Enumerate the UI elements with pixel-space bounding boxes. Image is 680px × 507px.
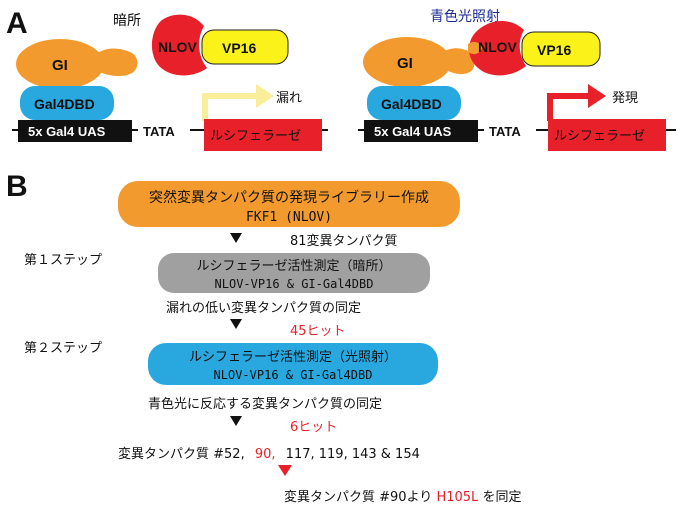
vp16-label-light: VP16 — [537, 42, 571, 58]
nlov-label-dark: NLOV — [158, 39, 198, 55]
gal4dbd-light: Gal4DBD — [367, 86, 461, 120]
conclusion: 変異タンパク質 #90より H105L を同定 — [284, 489, 521, 505]
library-box-line2: FKF1 (NLOV) — [246, 210, 332, 225]
flow-arrow-3 — [230, 416, 242, 426]
uas-label-dark: 5x Gal4 UAS — [28, 124, 106, 139]
uas-box-light: 5x Gal4 UAS — [364, 120, 478, 142]
mutant-list-suffix: 117, 119, 143 & 154 — [286, 447, 420, 462]
expression-arrow — [550, 84, 606, 121]
hits-6: 6ヒット — [290, 420, 337, 435]
gi-protein-light: GI — [363, 37, 475, 87]
uas-label-light: 5x Gal4 UAS — [374, 124, 452, 139]
gi-protein-dark: GI — [16, 39, 138, 89]
step1-box-line1: ルシフェラーゼ活性測定（暗所） — [196, 259, 391, 274]
gal4dbd-dark: Gal4DBD — [20, 86, 114, 120]
step1-box-line2: NLOV-VP16 & GI-Gal4DBD — [215, 277, 374, 291]
vp16-label-dark: VP16 — [222, 40, 256, 56]
reporter-box-dark: ルシフェラーゼ — [204, 119, 322, 151]
leak-arrow — [205, 84, 274, 121]
conclusion-prefix: 変異タンパク質 #90より — [284, 489, 432, 505]
tata-label-light: TATA — [489, 124, 521, 139]
gal4dbd-label-light: Gal4DBD — [381, 96, 442, 112]
reporter-box-light: ルシフェラーゼ — [548, 119, 666, 151]
mutant-list-prefix: 変異タンパク質 #52, — [118, 446, 245, 462]
flow-arrow-2 — [230, 319, 242, 329]
flow-arrow-red — [278, 465, 292, 476]
nlov-protein-light: NLOV — [468, 21, 526, 75]
nlov-label-light: NLOV — [478, 39, 518, 55]
step1-result: 漏れの低い変異タンパク質の同定 — [166, 300, 361, 316]
gal4dbd-label-dark: Gal4DBD — [34, 96, 95, 112]
step2-box: ルシフェラーゼ活性測定（光照射） NLOV-VP16 & GI-Gal4DBD — [148, 343, 438, 385]
vp16-protein-dark: VP16 — [202, 30, 288, 64]
step2-result: 青色光に反応する変異タンパク質の同定 — [148, 396, 382, 412]
uas-box-dark: 5x Gal4 UAS — [18, 120, 132, 142]
step2-box-line2: NLOV-VP16 & GI-Gal4DBD — [214, 368, 373, 382]
dark-condition-diagram: 暗所 GI Gal4DBD NLOV VP16 5x Gal4 UAS — [12, 13, 328, 151]
light-condition-diagram: 青色光照射 GI Gal4DBD NLOV VP16 5x Gal4 — [358, 8, 676, 151]
reporter-label-dark: ルシフェラーゼ — [210, 129, 301, 144]
panel-b-label: B — [6, 170, 28, 203]
light-condition-label: 青色光照射 — [430, 8, 500, 25]
tata-label-dark: TATA — [143, 124, 175, 139]
mutant-list-highlight: 90, — [255, 447, 276, 462]
hits-45: 45ヒット — [290, 324, 346, 339]
step1-box: ルシフェラーゼ活性測定（暗所） NLOV-VP16 & GI-Gal4DBD — [158, 253, 430, 293]
conclusion-suffix: を同定 — [482, 490, 521, 505]
gi-label-dark: GI — [52, 57, 68, 74]
count-81: 81変異タンパク質 — [290, 233, 398, 249]
nlov-protein-dark: NLOV — [152, 15, 207, 76]
reporter-label-light: ルシフェラーゼ — [554, 129, 645, 144]
conclusion-highlight: H105L — [436, 490, 479, 505]
library-box: 突然変異タンパク質の発現ライブラリー作成 FKF1 (NLOV) — [118, 181, 460, 227]
mutant-list: 変異タンパク質 #52, 90, 117, 119, 143 & 154 — [118, 446, 420, 462]
gi-label-light: GI — [397, 55, 413, 72]
leak-label: 漏れ — [276, 90, 302, 106]
vp16-protein-light: VP16 — [522, 32, 600, 66]
dark-condition-label: 暗所 — [113, 13, 141, 29]
step1-label: 第１ステップ — [24, 253, 102, 268]
flow-arrow-1 — [230, 233, 242, 243]
panel-a-label: A — [6, 7, 28, 40]
step2-box-line1: ルシフェラーゼ活性測定（光照射） — [189, 349, 397, 365]
library-box-line1: 突然変異タンパク質の発現ライブラリー作成 — [149, 189, 429, 206]
expression-label: 発現 — [612, 91, 638, 106]
step2-label: 第２ステップ — [24, 341, 102, 356]
